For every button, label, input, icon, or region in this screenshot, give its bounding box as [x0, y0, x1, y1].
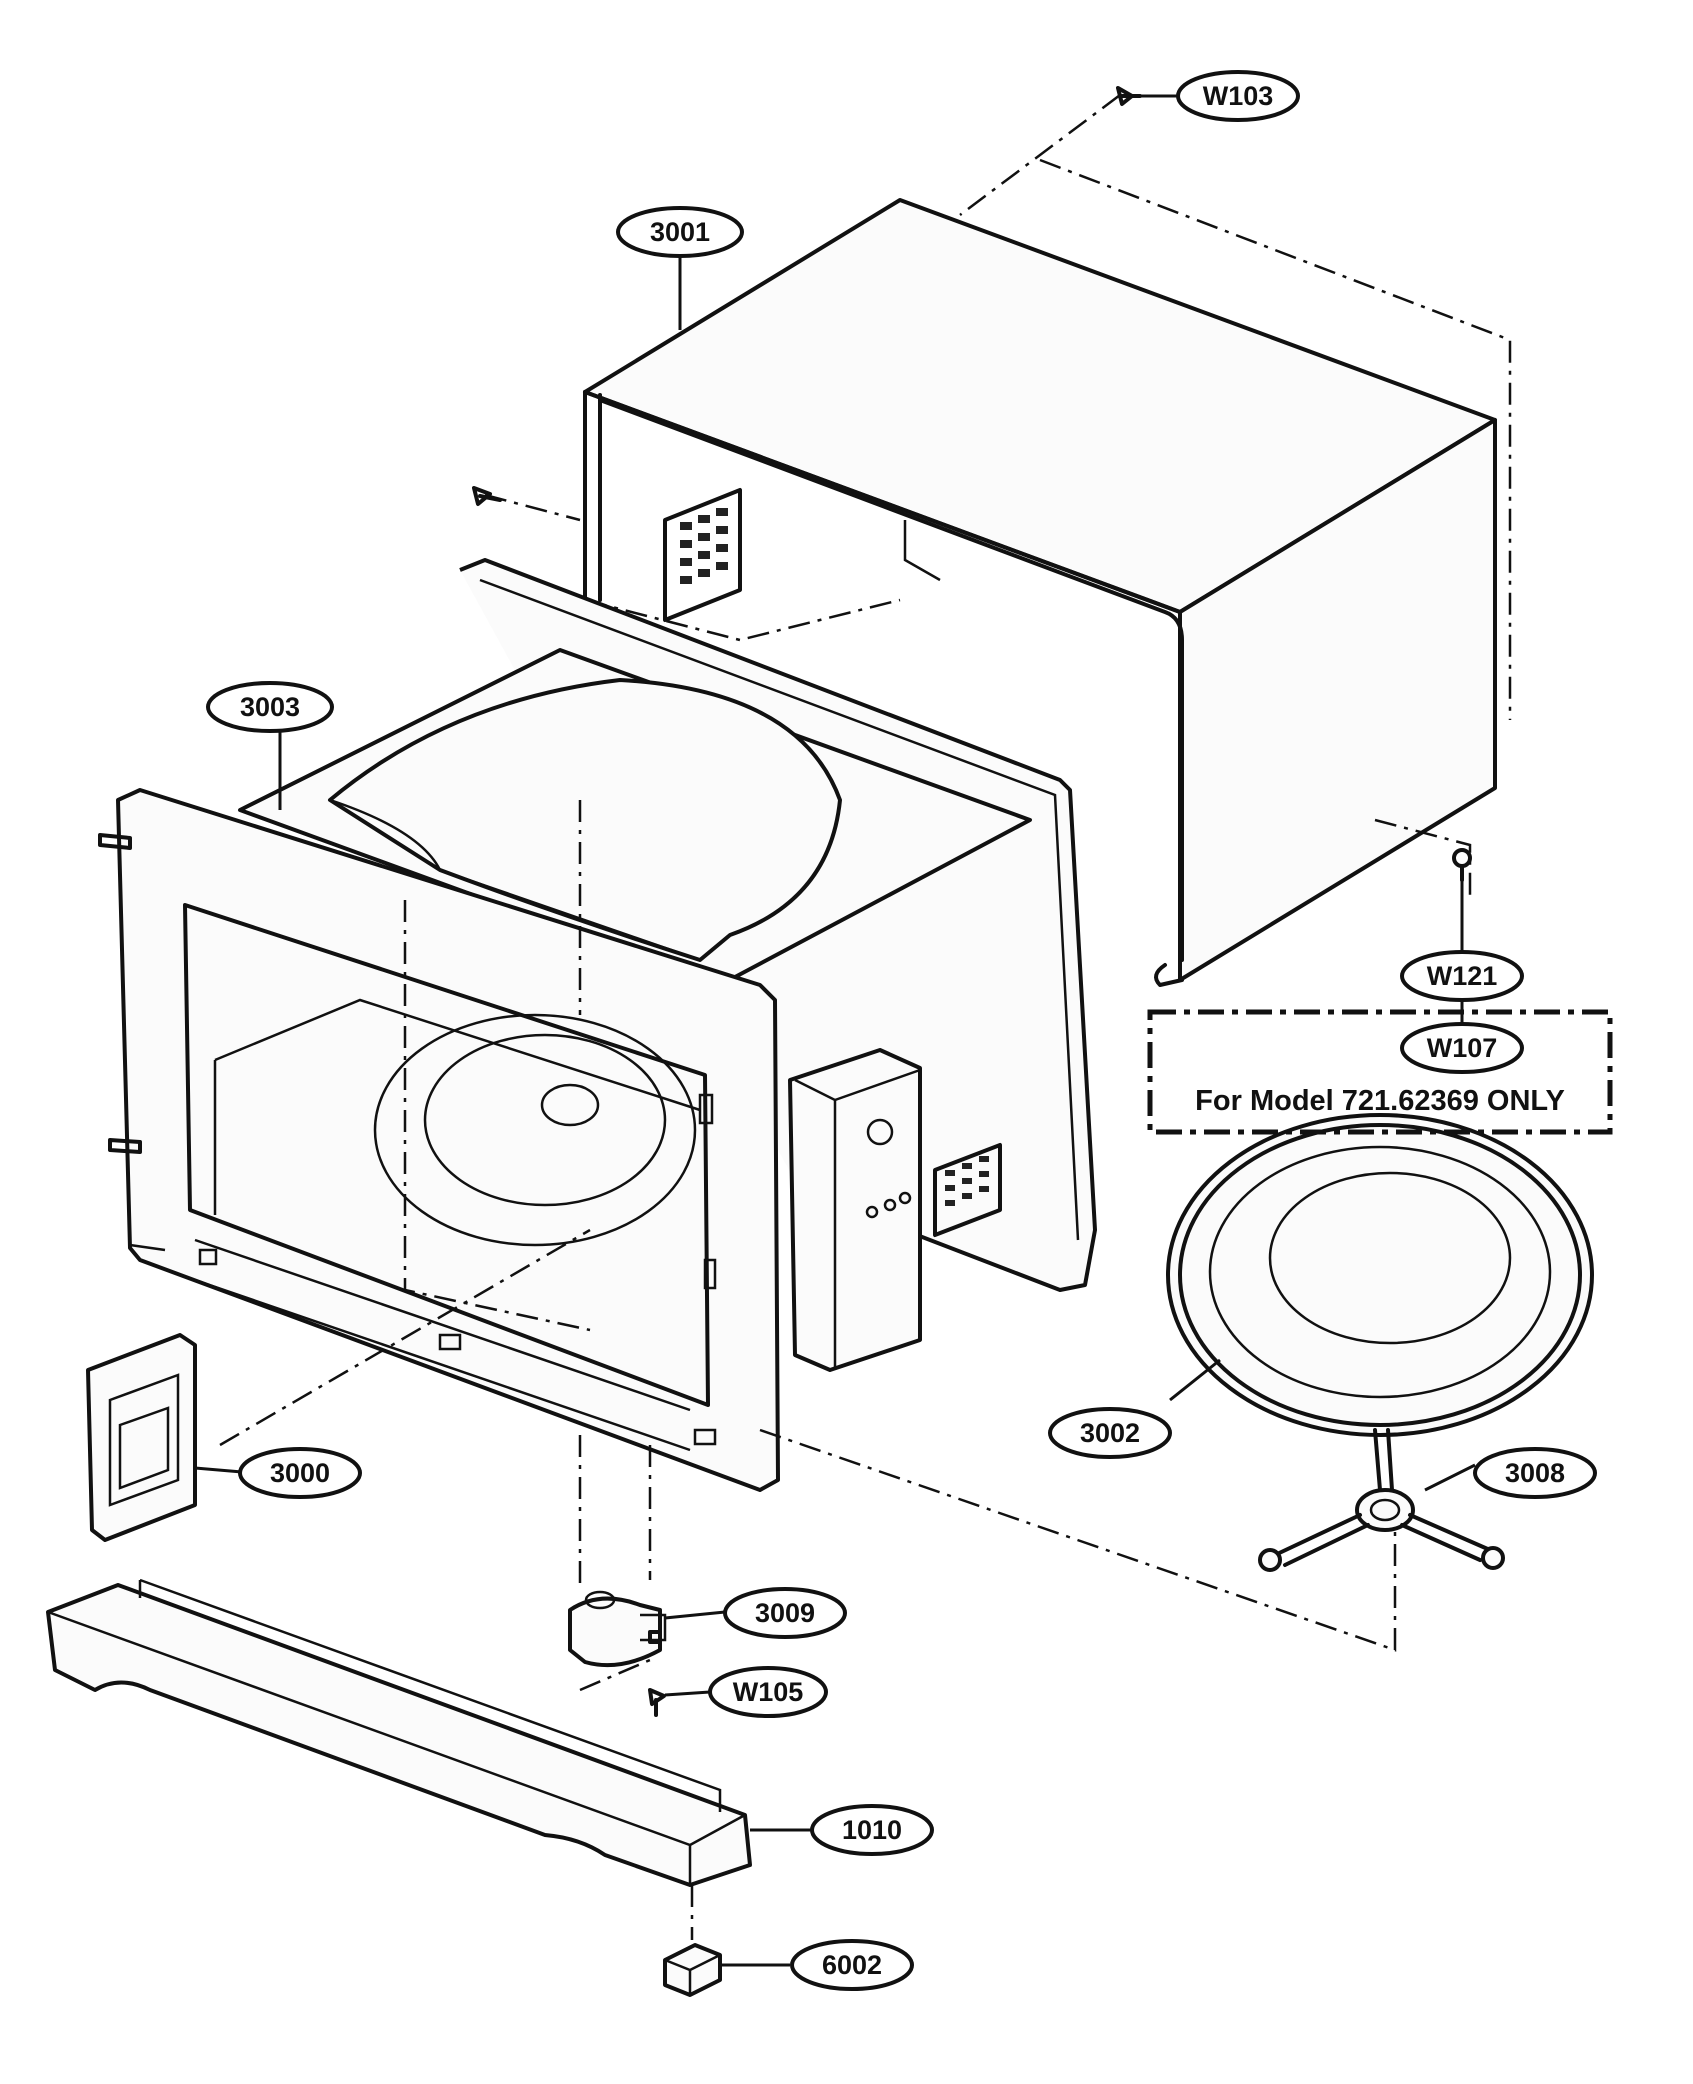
callout-label: 3002 — [1080, 1418, 1140, 1448]
callout-1010: 1010 — [810, 1804, 934, 1856]
callout-label: 3000 — [270, 1458, 330, 1488]
callout-label: 3009 — [755, 1598, 815, 1628]
screw-w103 — [1116, 86, 1142, 106]
waveguide-cover-part — [86, 1333, 197, 1542]
outer-cabinet-part — [583, 198, 1497, 987]
callout-3002: 3002 — [1048, 1407, 1172, 1459]
screw-w105 — [648, 1688, 666, 1717]
callout-label: W103 — [1203, 81, 1274, 111]
base-plate-part — [46, 1578, 752, 1887]
callout-label: 6002 — [822, 1950, 882, 1980]
callout-3003: 3003 — [206, 681, 334, 733]
callout-3008: 3008 — [1473, 1447, 1597, 1499]
callout-3009: 3009 — [723, 1587, 847, 1639]
glass-tray-part — [1166, 1113, 1594, 1437]
callout-6002: 6002 — [790, 1939, 914, 1991]
screw-w121 — [1452, 848, 1472, 882]
oven-cavity-part — [98, 558, 1097, 1492]
model-note-text: For Model 721.62369 ONLY — [1195, 1085, 1565, 1117]
callout-3000: 3000 — [238, 1447, 362, 1499]
callout-label: 3001 — [650, 217, 710, 247]
callout-label: W105 — [733, 1677, 804, 1707]
callout-w121: W121 — [1400, 950, 1524, 1002]
turntable-motor-part — [568, 1590, 667, 1668]
callout-w105: W105 — [708, 1666, 828, 1718]
callout-label: 3008 — [1505, 1458, 1565, 1488]
foot-part — [663, 1943, 722, 1997]
vent-grille — [663, 488, 742, 622]
model-note-box — [1147, 1009, 1613, 1135]
callout-label: 3003 — [240, 692, 300, 722]
callout-w107: W107 — [1400, 1022, 1524, 1074]
callout-label: W107 — [1427, 1033, 1498, 1063]
callout-3001: 3001 — [616, 206, 744, 258]
roller-support-part — [1258, 1428, 1505, 1572]
screw-left-cabinet — [472, 486, 502, 506]
callout-label: 1010 — [842, 1815, 902, 1845]
callout-label: W121 — [1427, 961, 1498, 991]
callout-w103: W103 — [1176, 70, 1300, 122]
